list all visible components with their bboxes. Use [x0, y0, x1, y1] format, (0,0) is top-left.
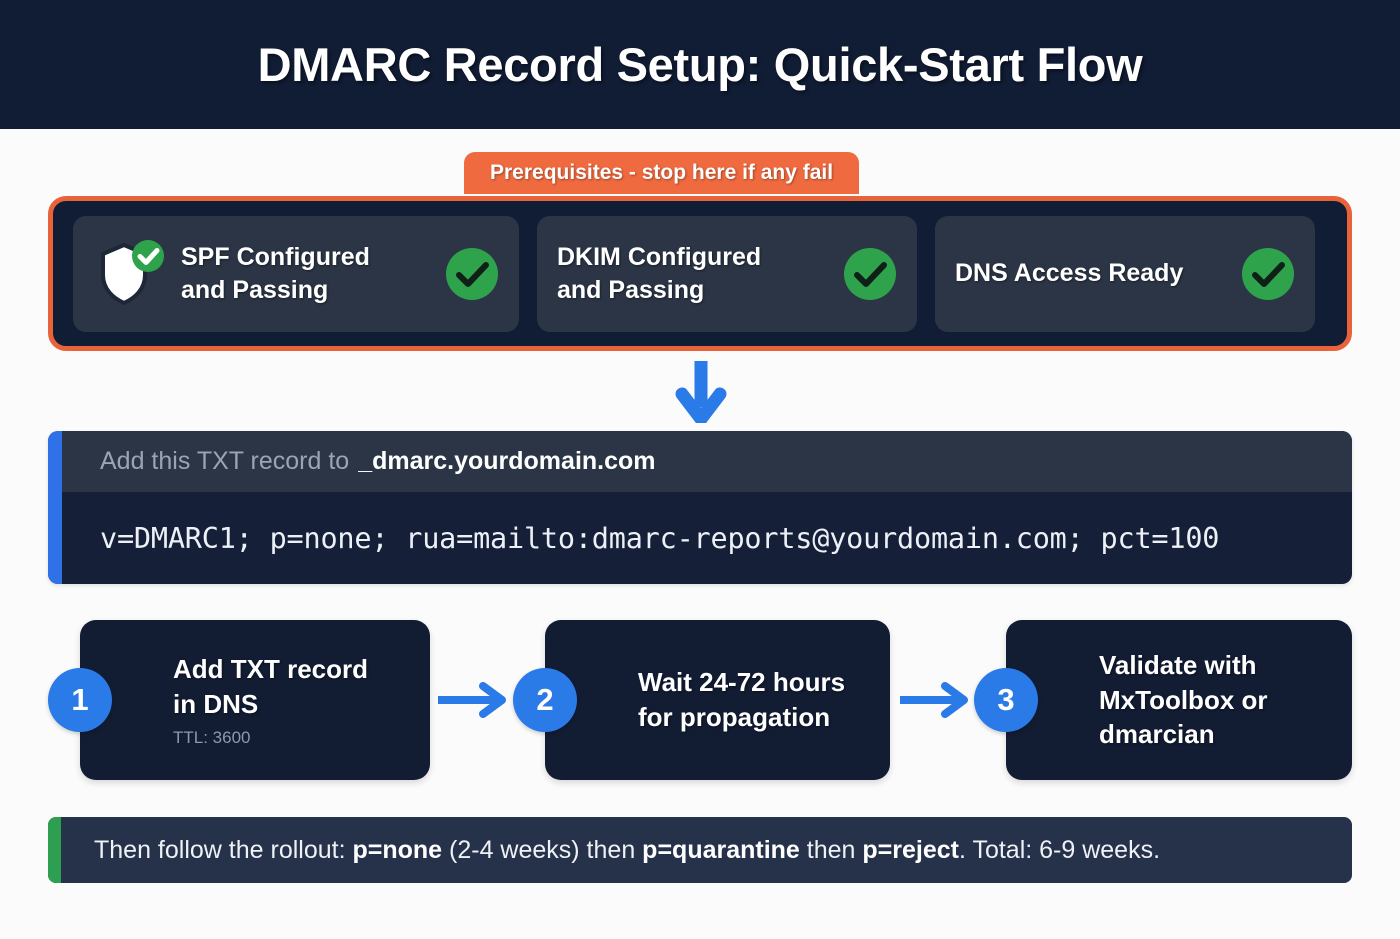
txt-record-block: Add this TXT record to _dmarc.yourdomain…	[48, 431, 1352, 584]
record-value-row[interactable]: v=DMARC1; p=none; rua=mailto:dmarc-repor…	[62, 492, 1352, 584]
note-policy-quarantine: p=quarantine	[642, 835, 800, 864]
step-title-line1: Wait 24-72 hours	[638, 667, 846, 698]
steps-section: Add TXT record in DNS TTL: 3600 1 Wait 2…	[48, 620, 1352, 780]
prerequisite-label-line1: DNS Access Ready	[955, 259, 1184, 287]
step-title-line2: in DNS	[173, 688, 259, 719]
step-title-line1: Add TXT record	[173, 653, 369, 684]
prerequisite-card-dkim[interactable]: DKIM Configured and Passing	[537, 215, 917, 332]
prerequisite-card-dns[interactable]: DNS Access Ready	[935, 215, 1315, 332]
step-subtext: TTL: 3600	[173, 728, 251, 748]
prerequisite-label-line1: SPF Configured	[181, 242, 370, 271]
note-text-part2: (2-4 weeks) then	[442, 835, 643, 864]
step-number-badge-1: 1	[48, 668, 112, 732]
page-title: DMARC Record Setup: Quick-Start Flow	[257, 38, 1143, 91]
rollout-note-text: Then follow the rollout: p=none (2-4 wee…	[94, 836, 1160, 865]
check-circle-icon	[445, 247, 499, 301]
step-number-badge-2: 2	[513, 668, 577, 732]
step-title: Wait 24-72 hours for propagation	[638, 665, 870, 735]
record-value: v=DMARC1; p=none; rua=mailto:dmarc-repor…	[100, 521, 1220, 555]
note-policy-reject: p=reject	[862, 835, 959, 864]
prerequisites-banner-label: Prerequisites - stop here if any fail	[464, 152, 860, 194]
step-title-line3: dmarcian	[1099, 719, 1215, 750]
prerequisite-label: SPF Configured and Passing	[181, 241, 431, 307]
record-header: Add this TXT record to _dmarc.yourdomain…	[62, 431, 1352, 492]
shield-check-icon	[93, 237, 167, 311]
prerequisite-label-line2: and Passing	[557, 275, 705, 304]
note-text-part1: Then follow the rollout:	[94, 835, 353, 864]
prerequisite-card-spf[interactable]: SPF Configured and Passing	[73, 215, 519, 332]
step-title: Add TXT record in DNS	[173, 652, 410, 722]
rollout-note: Then follow the rollout: p=none (2-4 wee…	[48, 817, 1352, 883]
step-card-3[interactable]: Validate with MxToolbox or dmarcian	[1006, 620, 1352, 780]
step-title-line1: Validate with	[1099, 649, 1257, 680]
step-title-line2: MxToolbox or	[1099, 684, 1268, 715]
record-header-prefix: Add this TXT record to	[100, 447, 350, 475]
note-text-part4: . Total: 6-9 weeks.	[959, 835, 1161, 864]
note-policy-none: p=none	[352, 835, 443, 864]
prerequisite-label-line2: and Passing	[181, 275, 329, 304]
step-card-1[interactable]: Add TXT record in DNS TTL: 3600	[80, 620, 430, 780]
note-text-part3: then	[799, 835, 863, 864]
arrow-right-icon	[434, 682, 512, 718]
prerequisites-container: SPF Configured and Passing DKIM Configur…	[48, 196, 1352, 351]
record-header-domain: _dmarc.yourdomain.com	[358, 447, 656, 475]
prerequisite-label: DKIM Configured and Passing	[557, 241, 829, 307]
step-card-2[interactable]: Wait 24-72 hours for propagation	[545, 620, 890, 780]
header-bar: DMARC Record Setup: Quick-Start Flow	[0, 0, 1400, 129]
check-circle-icon	[843, 247, 897, 301]
record-accent-bar	[48, 431, 62, 584]
prerequisite-label: DNS Access Ready	[955, 257, 1227, 290]
step-number-badge-3: 3	[974, 668, 1038, 732]
arrow-down-icon	[672, 354, 730, 426]
step-title: Validate with MxToolbox or dmarcian	[1099, 648, 1332, 752]
step-title-line2: for propagation	[638, 702, 831, 732]
prerequisite-label-line1: DKIM Configured	[557, 242, 762, 271]
check-circle-icon	[1241, 247, 1295, 301]
prerequisites-section: Prerequisites - stop here if any fail SP…	[48, 152, 1352, 351]
note-accent-bar	[48, 817, 61, 883]
arrow-right-icon	[896, 682, 974, 718]
